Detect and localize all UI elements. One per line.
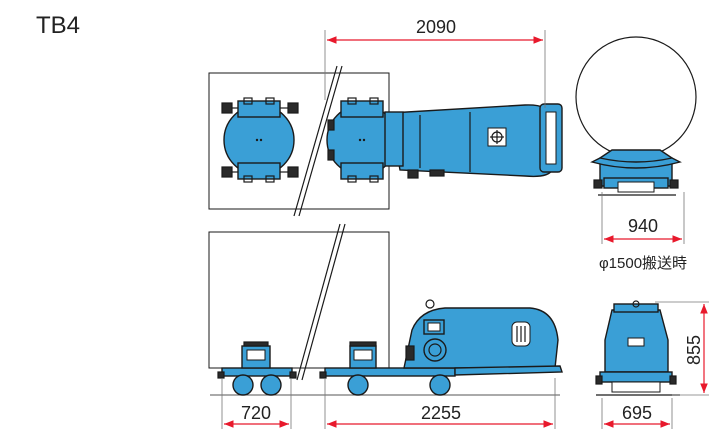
dimension-2090-label: 2090: [416, 17, 456, 37]
dimension-940-label: 940: [628, 216, 658, 236]
dimension-side-height: 855: [655, 301, 709, 396]
dimension-855-label: 855: [684, 335, 704, 365]
top-main-machine: [326, 97, 563, 183]
dimension-end-width: 940: [601, 192, 685, 244]
side-view: 720 2255: [208, 223, 563, 429]
end-view-pipe: 940 φ1500搬送時: [575, 36, 697, 272]
side-front-cart: [217, 341, 297, 396]
pipe-transport-note: φ1500搬送時: [599, 255, 687, 272]
pipe-circle: [575, 36, 697, 158]
end-view-machine: 855 695: [595, 300, 709, 429]
top-view: 2090: [208, 17, 563, 217]
dimension-2255-label: 2255: [421, 403, 461, 423]
model-title: TB4: [36, 12, 81, 39]
dimension-top-width: 2090: [324, 17, 546, 108]
top-left-cart: [221, 97, 299, 183]
dimension-695-label: 695: [622, 403, 652, 423]
side-main-machine: [319, 299, 563, 396]
dimension-720-label: 720: [241, 403, 271, 423]
dimension-front-cart: 720: [221, 378, 292, 429]
side-view-frame: [208, 231, 390, 369]
dimension-end-base: 695: [601, 398, 673, 429]
dimension-main-cart: 2255: [324, 378, 556, 429]
